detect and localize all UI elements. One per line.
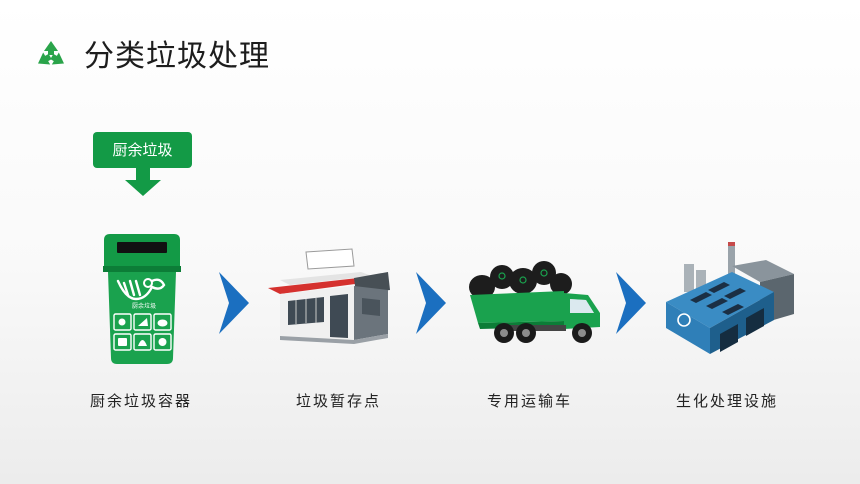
stage-label-plant: 生化处理设施 [676,392,779,410]
storage-station-icon [268,248,390,344]
kitchen-waste-tag: 厨余垃圾 [93,132,192,168]
stage-label-bin: 厨余垃圾容器 [90,392,193,410]
stage-label-storage: 垃圾暂存点 [296,392,382,410]
recycle-icon [38,41,64,65]
kitchen-waste-bin-icon: 厨余垃圾 [103,234,181,364]
bin-label: 厨余垃圾 [132,302,156,310]
treatment-plant-icon [666,242,794,354]
flow-arrow-icon [219,272,249,334]
stage-label-truck: 专用运输车 [487,392,573,410]
garbage-truck-icon [469,261,600,343]
down-arrow-icon [125,166,161,196]
flow-arrow-icon [616,272,646,334]
page-title: 分类垃圾处理 [84,39,270,74]
flow-arrow-icon [416,272,446,334]
